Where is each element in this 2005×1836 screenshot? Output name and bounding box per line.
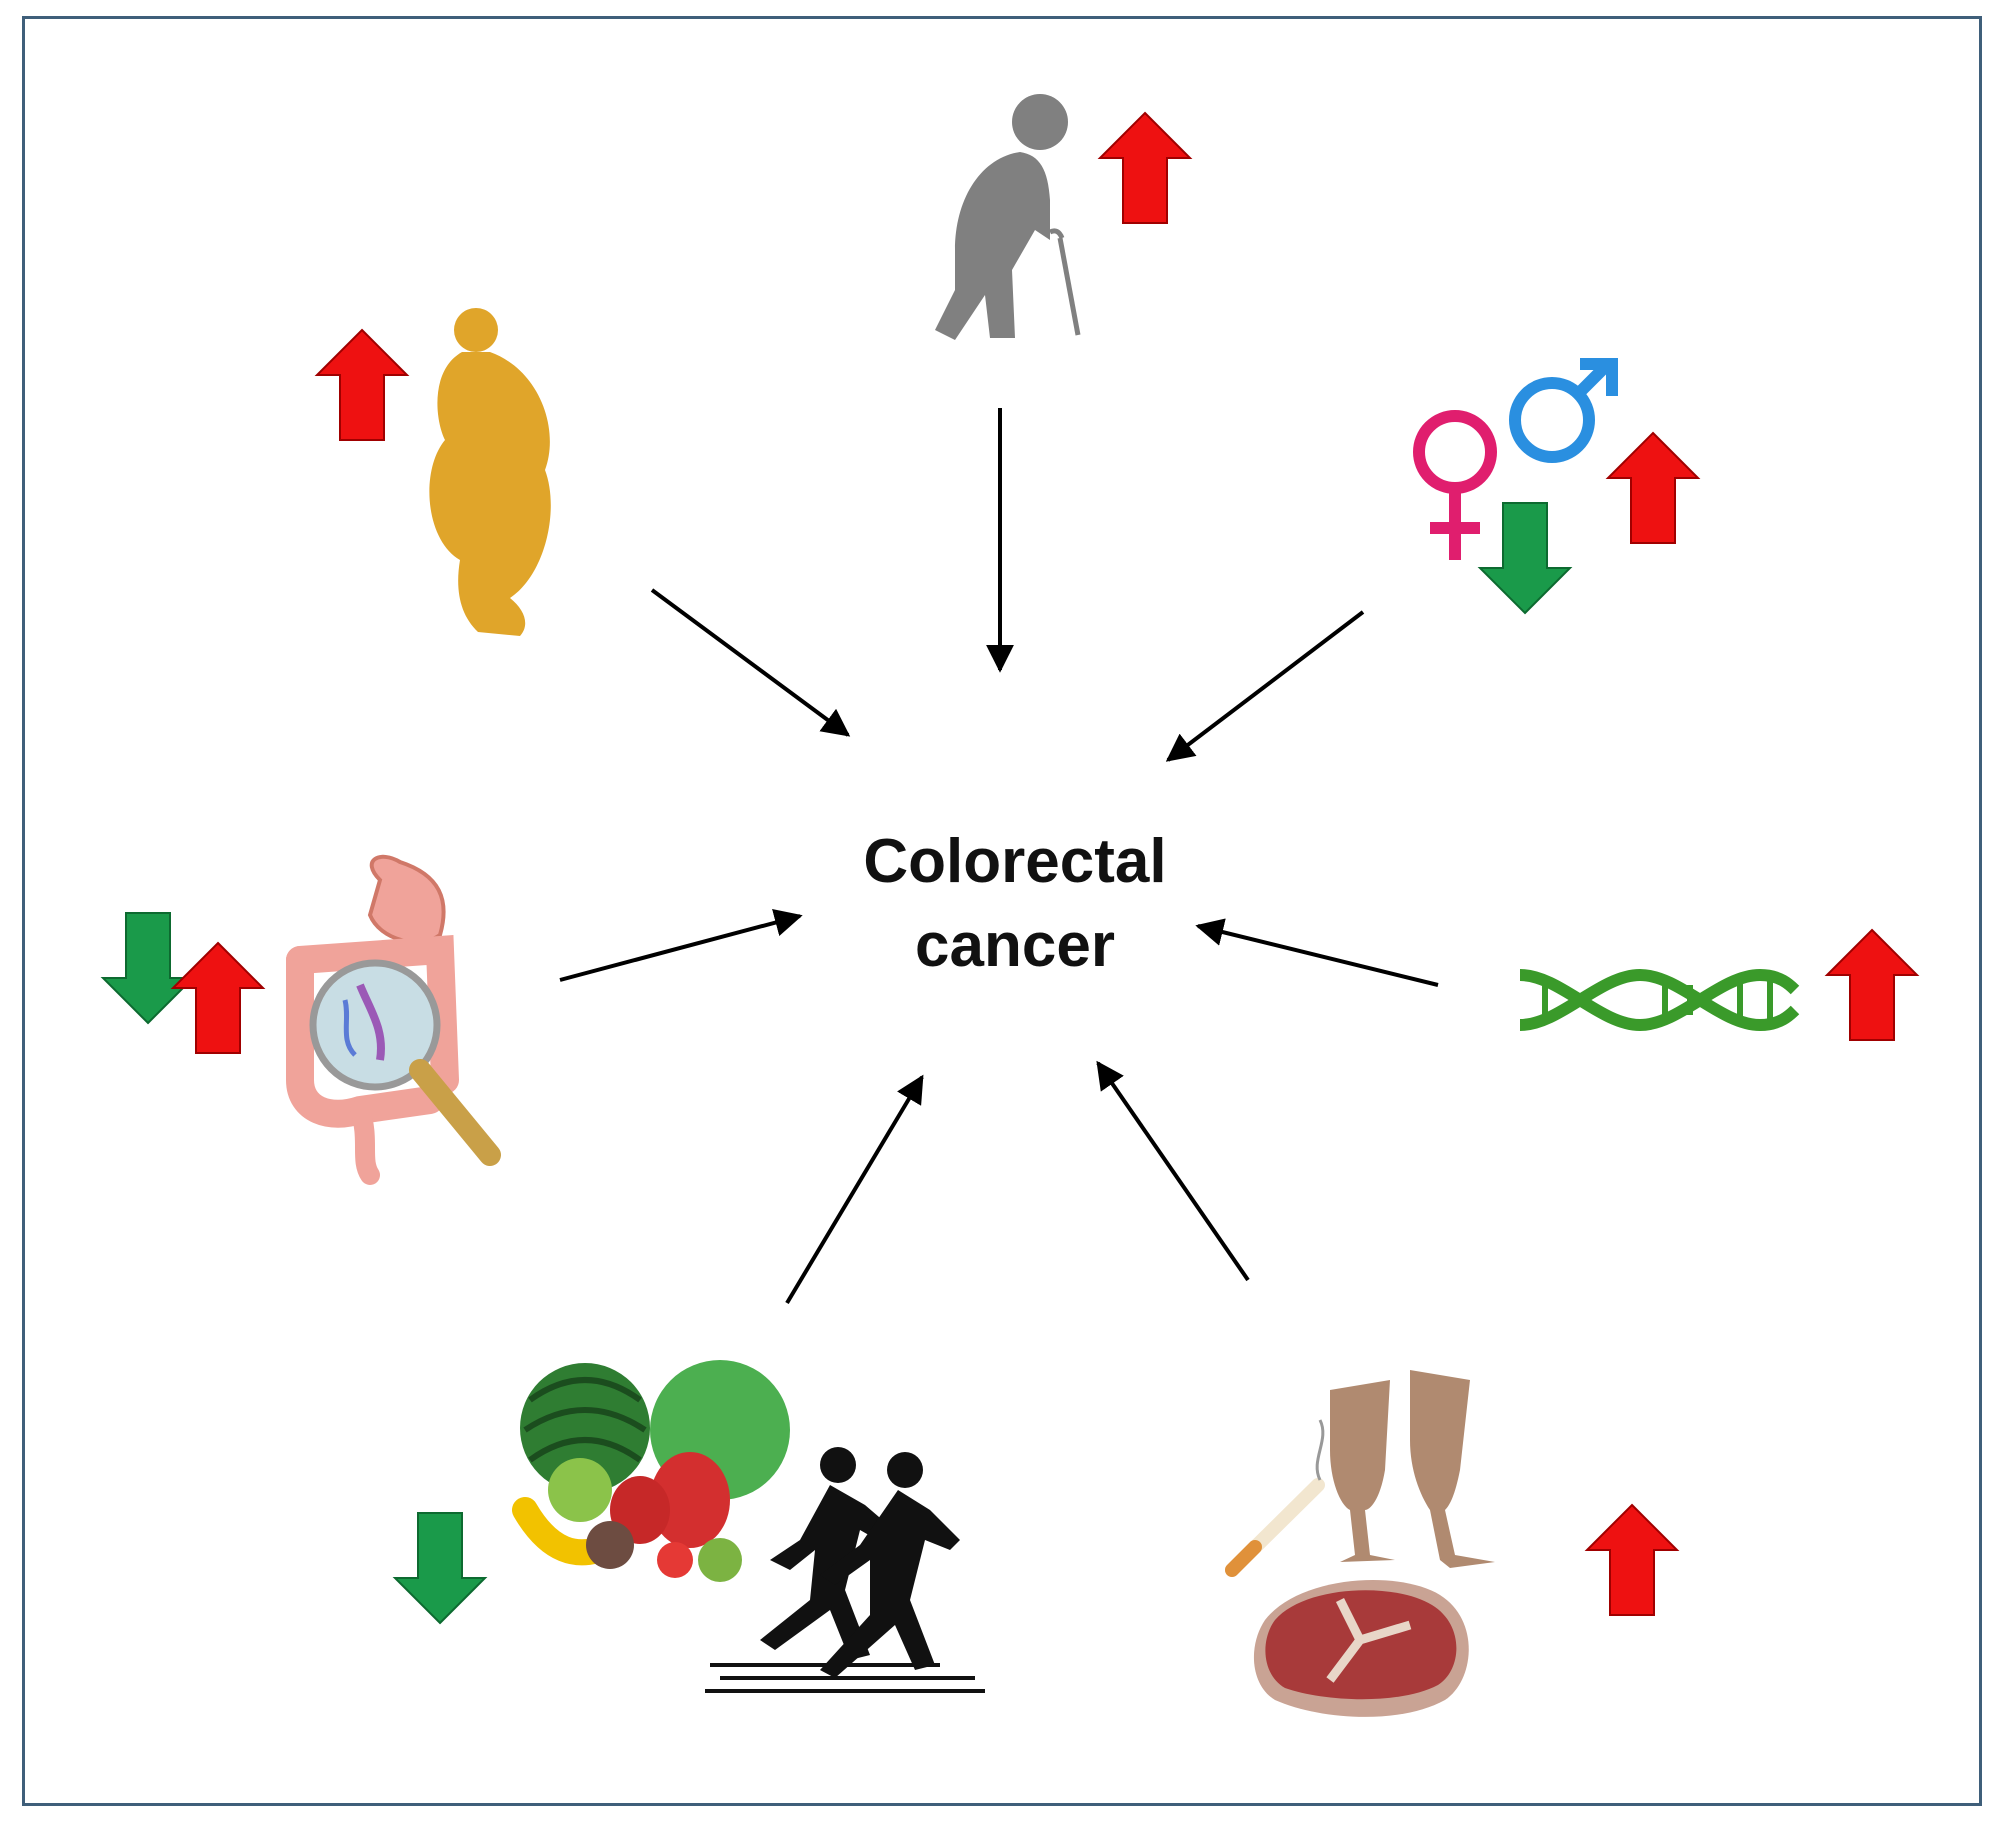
arrow-microbiome bbox=[559, 908, 803, 982]
sex-factor bbox=[1413, 358, 1699, 614]
arrow-diet-exercise bbox=[785, 1074, 924, 1305]
increase-arrow-icon bbox=[1586, 1504, 1678, 1616]
increase-arrow-icon bbox=[316, 329, 408, 441]
genetics-factor bbox=[1519, 929, 1918, 1041]
increase-arrow-icon bbox=[1099, 112, 1191, 224]
decrease-arrow-icon bbox=[1479, 502, 1571, 614]
microbiome-factor bbox=[102, 854, 501, 1185]
female-symbol-icon bbox=[1413, 410, 1497, 560]
arrow-genetics bbox=[1195, 918, 1439, 987]
arrow-lifestyle bbox=[1096, 1060, 1250, 1282]
obesity-factor bbox=[316, 308, 551, 636]
decrease-arrow-icon bbox=[102, 912, 194, 1024]
dna-icon bbox=[1519, 968, 1800, 1032]
intestine-magnifier-icon bbox=[286, 854, 501, 1185]
arrow-sex bbox=[1165, 610, 1365, 762]
cigarette-icon bbox=[1225, 1419, 1325, 1577]
age-factor bbox=[935, 94, 1191, 340]
increase-arrow-icon bbox=[172, 942, 264, 1054]
connector-arrows bbox=[559, 408, 1439, 1305]
diet-exercise-factor bbox=[394, 1360, 985, 1693]
male-symbol-icon bbox=[1509, 358, 1618, 463]
obese-person-icon bbox=[429, 308, 551, 636]
runners-icon bbox=[705, 1447, 985, 1693]
diagram-title: Colorectal cancer bbox=[800, 820, 1230, 988]
elderly-person-icon bbox=[935, 94, 1081, 340]
title-line-1: Colorectal bbox=[863, 827, 1167, 896]
arrow-obesity bbox=[650, 588, 851, 737]
increase-arrow-icon bbox=[1826, 929, 1918, 1041]
wine-glasses-icon bbox=[1330, 1370, 1495, 1568]
fruits-vegetables-icon bbox=[512, 1360, 790, 1582]
increase-arrow-icon bbox=[1607, 432, 1699, 544]
lifestyle-factor bbox=[1225, 1370, 1678, 1717]
decrease-arrow-icon bbox=[394, 1512, 486, 1624]
steak-icon bbox=[1253, 1580, 1469, 1717]
title-line-2: cancer bbox=[915, 911, 1115, 980]
